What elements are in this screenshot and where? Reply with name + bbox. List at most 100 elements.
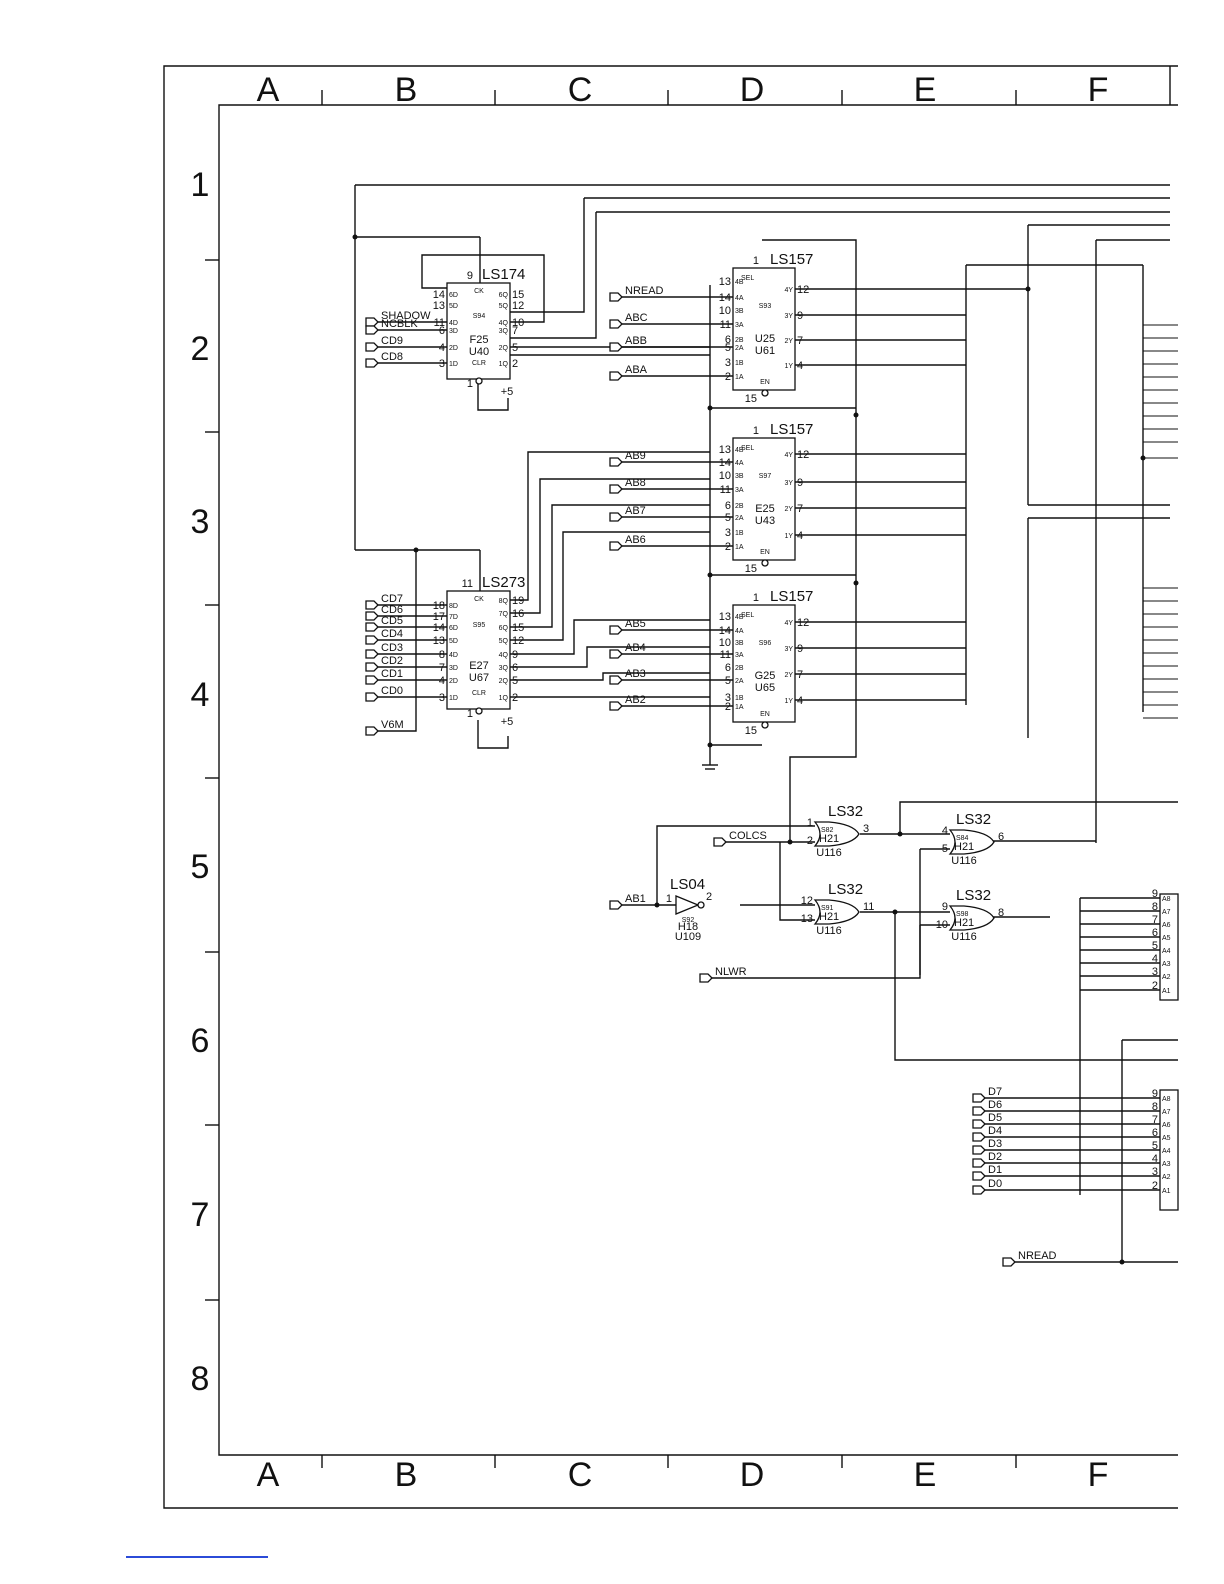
gate-input-a: 9 [942,901,948,913]
input-pin-number: 4 [439,675,445,687]
signal-name: NCBLK [381,318,418,330]
enable-pin-number: 15 [745,563,757,575]
input-pin-name: 1A [735,544,744,551]
address-pin-name: A6 [1162,922,1171,929]
input-pin-number: 14 [719,625,731,637]
footer-link-underline[interactable] [126,1556,268,1558]
connector-icon [365,611,379,621]
output-pin-name: 4Q [499,320,509,327]
connector-icon [365,358,379,368]
chip-reference: U43 [755,515,775,527]
input-pin-name: 8D [449,603,458,610]
input-pin-number: 6 [439,325,445,337]
output-pin-number: 9 [797,310,803,322]
input-pin-name: 6D [449,625,458,632]
clock-pin-label: CK [474,596,484,603]
input-pin-number: 5 [725,512,731,524]
signal-name: CD6 [381,604,403,616]
u40-input-signal: NCBLK [365,318,447,335]
signal-name: CD9 [381,335,403,347]
output-pin-number: 4 [797,530,803,542]
row-label-1: 1 [191,166,210,204]
connector-icon [365,649,379,659]
input-pin-number: 10 [719,637,731,649]
address-pin-name: A5 [1162,935,1171,942]
output-pin-number: 12 [512,300,524,312]
connector-icon [609,900,623,910]
chip-sheet-ref: S97 [759,473,772,480]
address-pin-name: A2 [1162,1174,1171,1181]
signal-name: D1 [988,1164,1002,1176]
input-pin-number: 4 [439,342,445,354]
gate-output: 11 [863,901,874,913]
gate-reference: U116 [816,847,841,859]
signal-name: AB6 [625,534,646,546]
connector-icon [365,692,379,702]
output-pin-number: 16 [512,608,524,620]
connector-icon [713,837,727,847]
input-pin-number: 14 [719,457,731,469]
connector-icon [972,1093,986,1103]
gate-input-b: 5 [942,843,948,855]
input-pin-name: 1B [735,360,744,367]
zone-label-top-f: F [1088,71,1109,109]
signal-name: AB3 [625,668,646,680]
bus-pin-number: 9 [1152,1088,1158,1100]
chip-sheet-ref: S94 [473,313,486,320]
input-pin-name: 2B [735,337,744,344]
chip-body [732,267,796,391]
output-pin-name: 5Q [499,638,509,645]
output-pin-name: 2Q [499,678,509,685]
output-pin-number: 12 [797,449,809,461]
clock-pin-number: 9 [467,270,473,282]
output-pin-name: 8Q [499,598,509,605]
u65-input-signal: AB5 [609,618,733,635]
gate-reference: U116 [951,931,976,943]
nread-lower-signal: NREAD [1002,1250,1057,1267]
input-pin-number: 5 [725,675,731,687]
signal-name: CD8 [381,351,403,363]
u65-input-signal: AB3 [609,668,733,685]
input-pin-number: 2 [725,371,731,383]
signal-name: D0 [988,1178,1002,1190]
address-pin-name: A1 [1162,988,1171,995]
enable-pin-label: EN [760,379,770,386]
address-pin-name: A5 [1162,1135,1171,1142]
input-pin-number: 3 [725,692,731,704]
connector-icon [609,484,623,494]
input-pin-name: 1B [735,695,744,702]
v6m-signal: V6M [365,719,404,736]
zone-label-top-a: A [257,71,280,109]
signal-name: CD2 [381,655,403,667]
chip-sheet-ref: S95 [473,622,486,629]
chip-sheet-ref: S93 [759,303,772,310]
output-pin-number: 5 [512,675,518,687]
data-bus-signal: D1 [972,1164,1160,1181]
input-pin-name: 3B [735,473,744,480]
input-pin-number: 13 [719,611,731,623]
input-pin-name: 4A [735,628,744,635]
gate-type: LS32 [956,887,991,904]
input-pin-name: 4B [735,614,744,621]
address-pin-name: A4 [1162,1148,1171,1155]
input-pin-number: 10 [719,470,731,482]
input-pin-number: 3 [439,358,445,370]
connector-icon [972,1106,986,1116]
u61-input-signal: ABA [609,364,733,381]
signal-name: CD4 [381,628,403,640]
output-pin-number: 7 [797,669,803,681]
signal-name: ABC [625,312,648,324]
data-bus-signal: D2 [972,1151,1160,1168]
select-pin-number: 1 [753,425,759,437]
connector-icon [365,662,379,672]
chip-reference: U65 [755,682,775,694]
input-pin-name: 3A [735,487,744,494]
bus-pin-number: 4 [1152,953,1158,965]
output-pin-name: 3Y [784,480,793,487]
inverter-output: 2 [706,891,712,903]
junction-dots [352,234,1146,1265]
